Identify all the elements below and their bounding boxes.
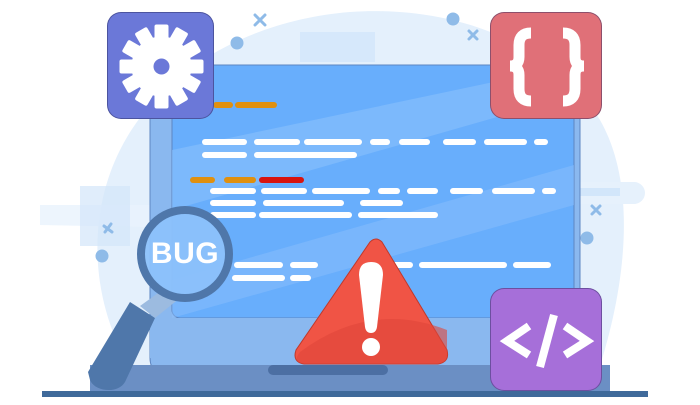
magnifying-glass bbox=[88, 206, 233, 391]
code-tag-tile bbox=[490, 288, 602, 391]
settings-tile bbox=[107, 12, 214, 119]
code-tag-icon bbox=[499, 313, 595, 369]
warning-triangle bbox=[294, 238, 449, 365]
decorative-sparkles bbox=[95, 12, 602, 263]
ground-line bbox=[42, 391, 648, 397]
bug-label: BUG bbox=[150, 237, 220, 270]
curly-braces-icon bbox=[509, 27, 585, 107]
gear-icon bbox=[119, 24, 204, 109]
code-lines bbox=[190, 102, 556, 281]
magnifier-lens: BUG bbox=[141, 210, 229, 298]
curly-braces-tile bbox=[490, 12, 602, 119]
